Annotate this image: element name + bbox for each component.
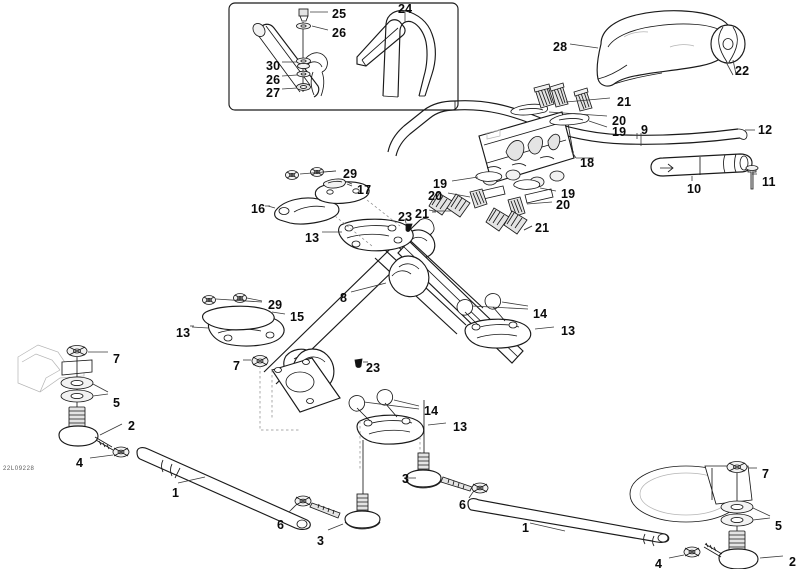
callout-2: 2	[789, 555, 797, 569]
callout-27: 27	[266, 86, 281, 100]
nut-4-right	[683, 546, 701, 558]
ball-joint-2-right	[703, 530, 759, 569]
callout-13: 13	[176, 326, 191, 340]
callout-26: 26	[266, 73, 281, 87]
callout-1: 1	[522, 521, 530, 535]
callout-20: 20	[428, 189, 443, 203]
clamp-set-lower-left	[428, 171, 503, 218]
callout-21: 21	[415, 207, 430, 221]
callout-13: 13	[453, 420, 468, 434]
washers-5-left	[60, 376, 94, 403]
callout-23: 23	[398, 210, 413, 224]
callout-12: 12	[758, 123, 773, 137]
cable-guide-10	[650, 153, 759, 190]
callout-13: 13	[561, 324, 576, 338]
support-bracket-16	[265, 167, 401, 247]
washers-5-right	[720, 500, 754, 527]
callout-28: 28	[553, 40, 568, 54]
nut-6-left	[294, 495, 312, 507]
spindle-left	[17, 344, 130, 459]
nut-7-mid	[251, 355, 269, 367]
callout-26: 26	[332, 26, 347, 40]
callout-20: 20	[556, 198, 571, 212]
callout-13: 13	[305, 231, 320, 245]
callout-23: 23	[366, 361, 381, 375]
tie-rod-1-left	[136, 447, 311, 530]
post-3-left	[344, 493, 381, 530]
bolts-19-20-21-right	[485, 207, 528, 235]
main-tube-8	[292, 240, 524, 393]
clamp-set-upper	[510, 82, 611, 128]
callout-19: 19	[561, 187, 576, 201]
callout-22: 22	[735, 64, 750, 78]
callout-9: 9	[641, 123, 649, 137]
callout-7: 7	[762, 467, 770, 481]
callout-3: 3	[317, 534, 325, 548]
callout-3: 3	[402, 472, 410, 486]
callout-7: 7	[113, 352, 121, 366]
callout-29: 29	[268, 298, 283, 312]
callout-14: 14	[424, 404, 439, 418]
handlebar-9	[387, 100, 755, 157]
callout-6: 6	[459, 498, 467, 512]
callout-30: 30	[266, 59, 281, 73]
callout-19: 19	[612, 125, 627, 139]
steering-support-18	[476, 111, 594, 204]
callout-21: 21	[535, 221, 550, 235]
tie-rod-end-right-lower	[348, 389, 447, 470]
callout-4: 4	[655, 557, 663, 571]
callout-29: 29	[343, 167, 358, 181]
callout-24: 24	[398, 2, 413, 16]
tie-rod-1-right	[467, 498, 670, 547]
callout-6: 6	[277, 518, 285, 532]
callout-8: 8	[340, 291, 348, 305]
nuts-29-mid	[202, 293, 247, 305]
clamp-set-lower-right	[485, 179, 557, 235]
callout-16: 16	[251, 202, 266, 216]
callout-14: 14	[533, 307, 548, 321]
callout-21: 21	[617, 95, 632, 109]
callout-5: 5	[113, 396, 121, 410]
callout-19: 19	[433, 177, 448, 191]
callout-7: 7	[233, 359, 241, 373]
nut-7-right	[726, 461, 748, 473]
post-3-mid	[405, 452, 442, 489]
fasteners-left-lower	[288, 440, 381, 531]
bearing-block-13-upper	[322, 218, 414, 252]
callout-18: 18	[580, 156, 595, 170]
callout-10: 10	[687, 182, 702, 196]
callout-5: 5	[775, 519, 783, 533]
grip-assembly-28	[569, 10, 746, 87]
nut-7-left	[66, 345, 88, 357]
callout-4: 4	[76, 456, 84, 470]
callout-11: 11	[762, 175, 776, 189]
flange-plate-mid	[243, 355, 368, 431]
callout-1: 1	[172, 486, 180, 500]
callout-15: 15	[290, 310, 305, 324]
ball-joint-2-left	[58, 406, 114, 451]
bolts-19-20-21-left	[428, 191, 471, 218]
detail-inset-box	[228, 2, 459, 111]
tie-rod-end-right-upper	[456, 293, 555, 349]
plug-23-upper	[404, 218, 413, 232]
callout-17: 17	[357, 183, 372, 197]
fasteners-mid-lower	[404, 400, 489, 499]
drawing-code: 22L09228	[3, 466, 35, 472]
nut-4-left	[112, 446, 130, 458]
callout-20: 20	[612, 114, 627, 128]
callout-25: 25	[332, 7, 347, 21]
spindle-right	[629, 461, 784, 569]
callout-2: 2	[128, 419, 136, 433]
nut-6-mid	[471, 482, 489, 494]
clamp-bolts-upper	[533, 82, 593, 112]
bearing-block-13-mid	[190, 293, 286, 347]
